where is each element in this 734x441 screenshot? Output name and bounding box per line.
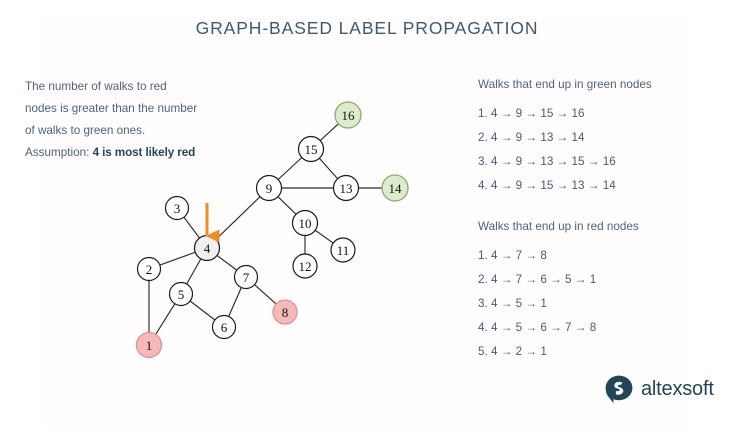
graph-edge (189, 300, 216, 321)
graph-edge (159, 251, 196, 266)
graph-node-circle (291, 209, 319, 237)
graph-edge-layer (148, 123, 382, 335)
graph-node-5[interactable]: 5 (168, 281, 194, 307)
graph-node-circle (272, 299, 298, 325)
graph-edge (277, 196, 297, 215)
green-walk-item: 2. 4 → 9 → 13 → 14 (478, 131, 585, 144)
graph-node-circle (164, 195, 190, 221)
graph-node-label: 16 (342, 108, 356, 123)
graph-node-16[interactable]: 16 (334, 101, 362, 129)
page-title: GRAPH-BASED LABEL PROPAGATION (195, 18, 539, 38)
intro-line-1: The number of walks to red (25, 80, 167, 93)
green-walks-title: Walks that end up in green nodes (478, 78, 652, 91)
assumption-line: Assumption: 4 is most likely red (25, 142, 260, 164)
graph-node-label: 13 (340, 181, 353, 196)
graph-edge (318, 157, 339, 180)
graph-node-circle (136, 256, 162, 282)
red-walks-title: Walks that end up in red nodes (478, 220, 639, 233)
graph-node-label: 7 (243, 270, 250, 285)
red-walk-item: 5. 4 → 2 → 1 (478, 345, 547, 358)
graph-edge (215, 196, 261, 240)
graph-node-label: 3 (174, 201, 181, 216)
graph-node-label: 15 (305, 142, 318, 157)
red-walk-item: 4. 4 → 5 → 6 → 7 → 8 (478, 321, 597, 334)
graph-node-label: 14 (389, 181, 403, 196)
graph-node-9[interactable]: 9 (255, 174, 283, 202)
graph-node-label: 1 (146, 338, 153, 353)
graph-node-label: 8 (282, 305, 289, 320)
graph-node-13[interactable]: 13 (332, 174, 360, 202)
graph-node-circle (381, 174, 409, 202)
graph-node-12[interactable]: 12 (292, 253, 318, 279)
graph-node-circle (135, 331, 163, 359)
graph-node-3[interactable]: 3 (164, 195, 190, 221)
graph-node-15[interactable]: 15 (297, 135, 325, 163)
red-walks-panel: Walks that end up in red nodes 1. 4 → 7 … (478, 220, 728, 364)
graph-node-11[interactable]: 11 (330, 237, 356, 263)
assumption-label: Assumption: (25, 146, 93, 159)
logo-text: altexsoft (641, 377, 714, 400)
graph-node-circle (233, 264, 259, 290)
graph-edge (183, 216, 200, 239)
intro-line-2: nodes is greater than the number (25, 102, 198, 115)
graph-edge (319, 123, 339, 141)
graph-node-label: 11 (337, 243, 350, 258)
altexsoft-logo: altexsoft (604, 374, 714, 404)
red-walk-item: 2. 4 → 7 → 6 → 5 → 1 (478, 273, 597, 286)
graph-edge (186, 258, 202, 285)
graph-node-circle (292, 253, 318, 279)
red-walk-item: 1. 4 → 7 → 8 (478, 249, 547, 262)
graph-node-circle (168, 281, 194, 307)
graph-edge (216, 254, 238, 271)
graph-node-circle (330, 237, 356, 263)
graph-node-label: 2 (146, 262, 153, 277)
graph-node-circle (255, 174, 283, 202)
graph-node-label: 10 (299, 216, 312, 231)
graph-node-label: 6 (221, 320, 228, 335)
content-card (42, 12, 692, 428)
graph-node-circle (332, 174, 360, 202)
graph-node-label: 4 (204, 241, 211, 256)
graph-edge (228, 287, 242, 317)
red-walk-item: 3. 4 → 5 → 1 (478, 297, 547, 310)
green-walk-item: 1. 4 → 9 → 15 → 16 (478, 107, 585, 120)
graph-node-1[interactable]: 1 (135, 331, 163, 359)
graph-node-circle (211, 314, 237, 340)
graph-edge (277, 157, 303, 180)
intro-line-3: of walks to green ones. (25, 124, 146, 137)
graph-node-10[interactable]: 10 (291, 209, 319, 237)
graph-node-8[interactable]: 8 (272, 299, 298, 325)
assumption-value: 4 is most likely red (92, 146, 196, 159)
graph-edge (155, 303, 176, 335)
graph-node-6[interactable]: 6 (211, 314, 237, 340)
green-walk-item: 3. 4 → 9 → 13 → 15 → 16 (478, 155, 616, 168)
graph-node-label: 5 (178, 287, 185, 302)
graph-node-label: 9 (266, 181, 273, 196)
green-walk-item: 4. 4 → 9 → 15 → 13 → 14 (478, 179, 616, 192)
intro-text-block: The number of walks to red nodes is grea… (25, 76, 260, 164)
graph-node-label: 12 (299, 259, 312, 274)
graph-node-circle (297, 135, 325, 163)
green-walks-panel: Walks that end up in green nodes 1. 4 → … (478, 78, 728, 198)
graph-edge (254, 284, 277, 305)
graph-node-circle (334, 101, 362, 129)
graph-node-14[interactable]: 14 (381, 174, 409, 202)
speech-bubble-a-icon (605, 375, 633, 404)
graph-node-4[interactable]: 4 (193, 234, 221, 262)
graph-node-7[interactable]: 7 (233, 264, 259, 290)
graph-edge (314, 229, 334, 244)
graph-node-2[interactable]: 2 (136, 256, 162, 282)
